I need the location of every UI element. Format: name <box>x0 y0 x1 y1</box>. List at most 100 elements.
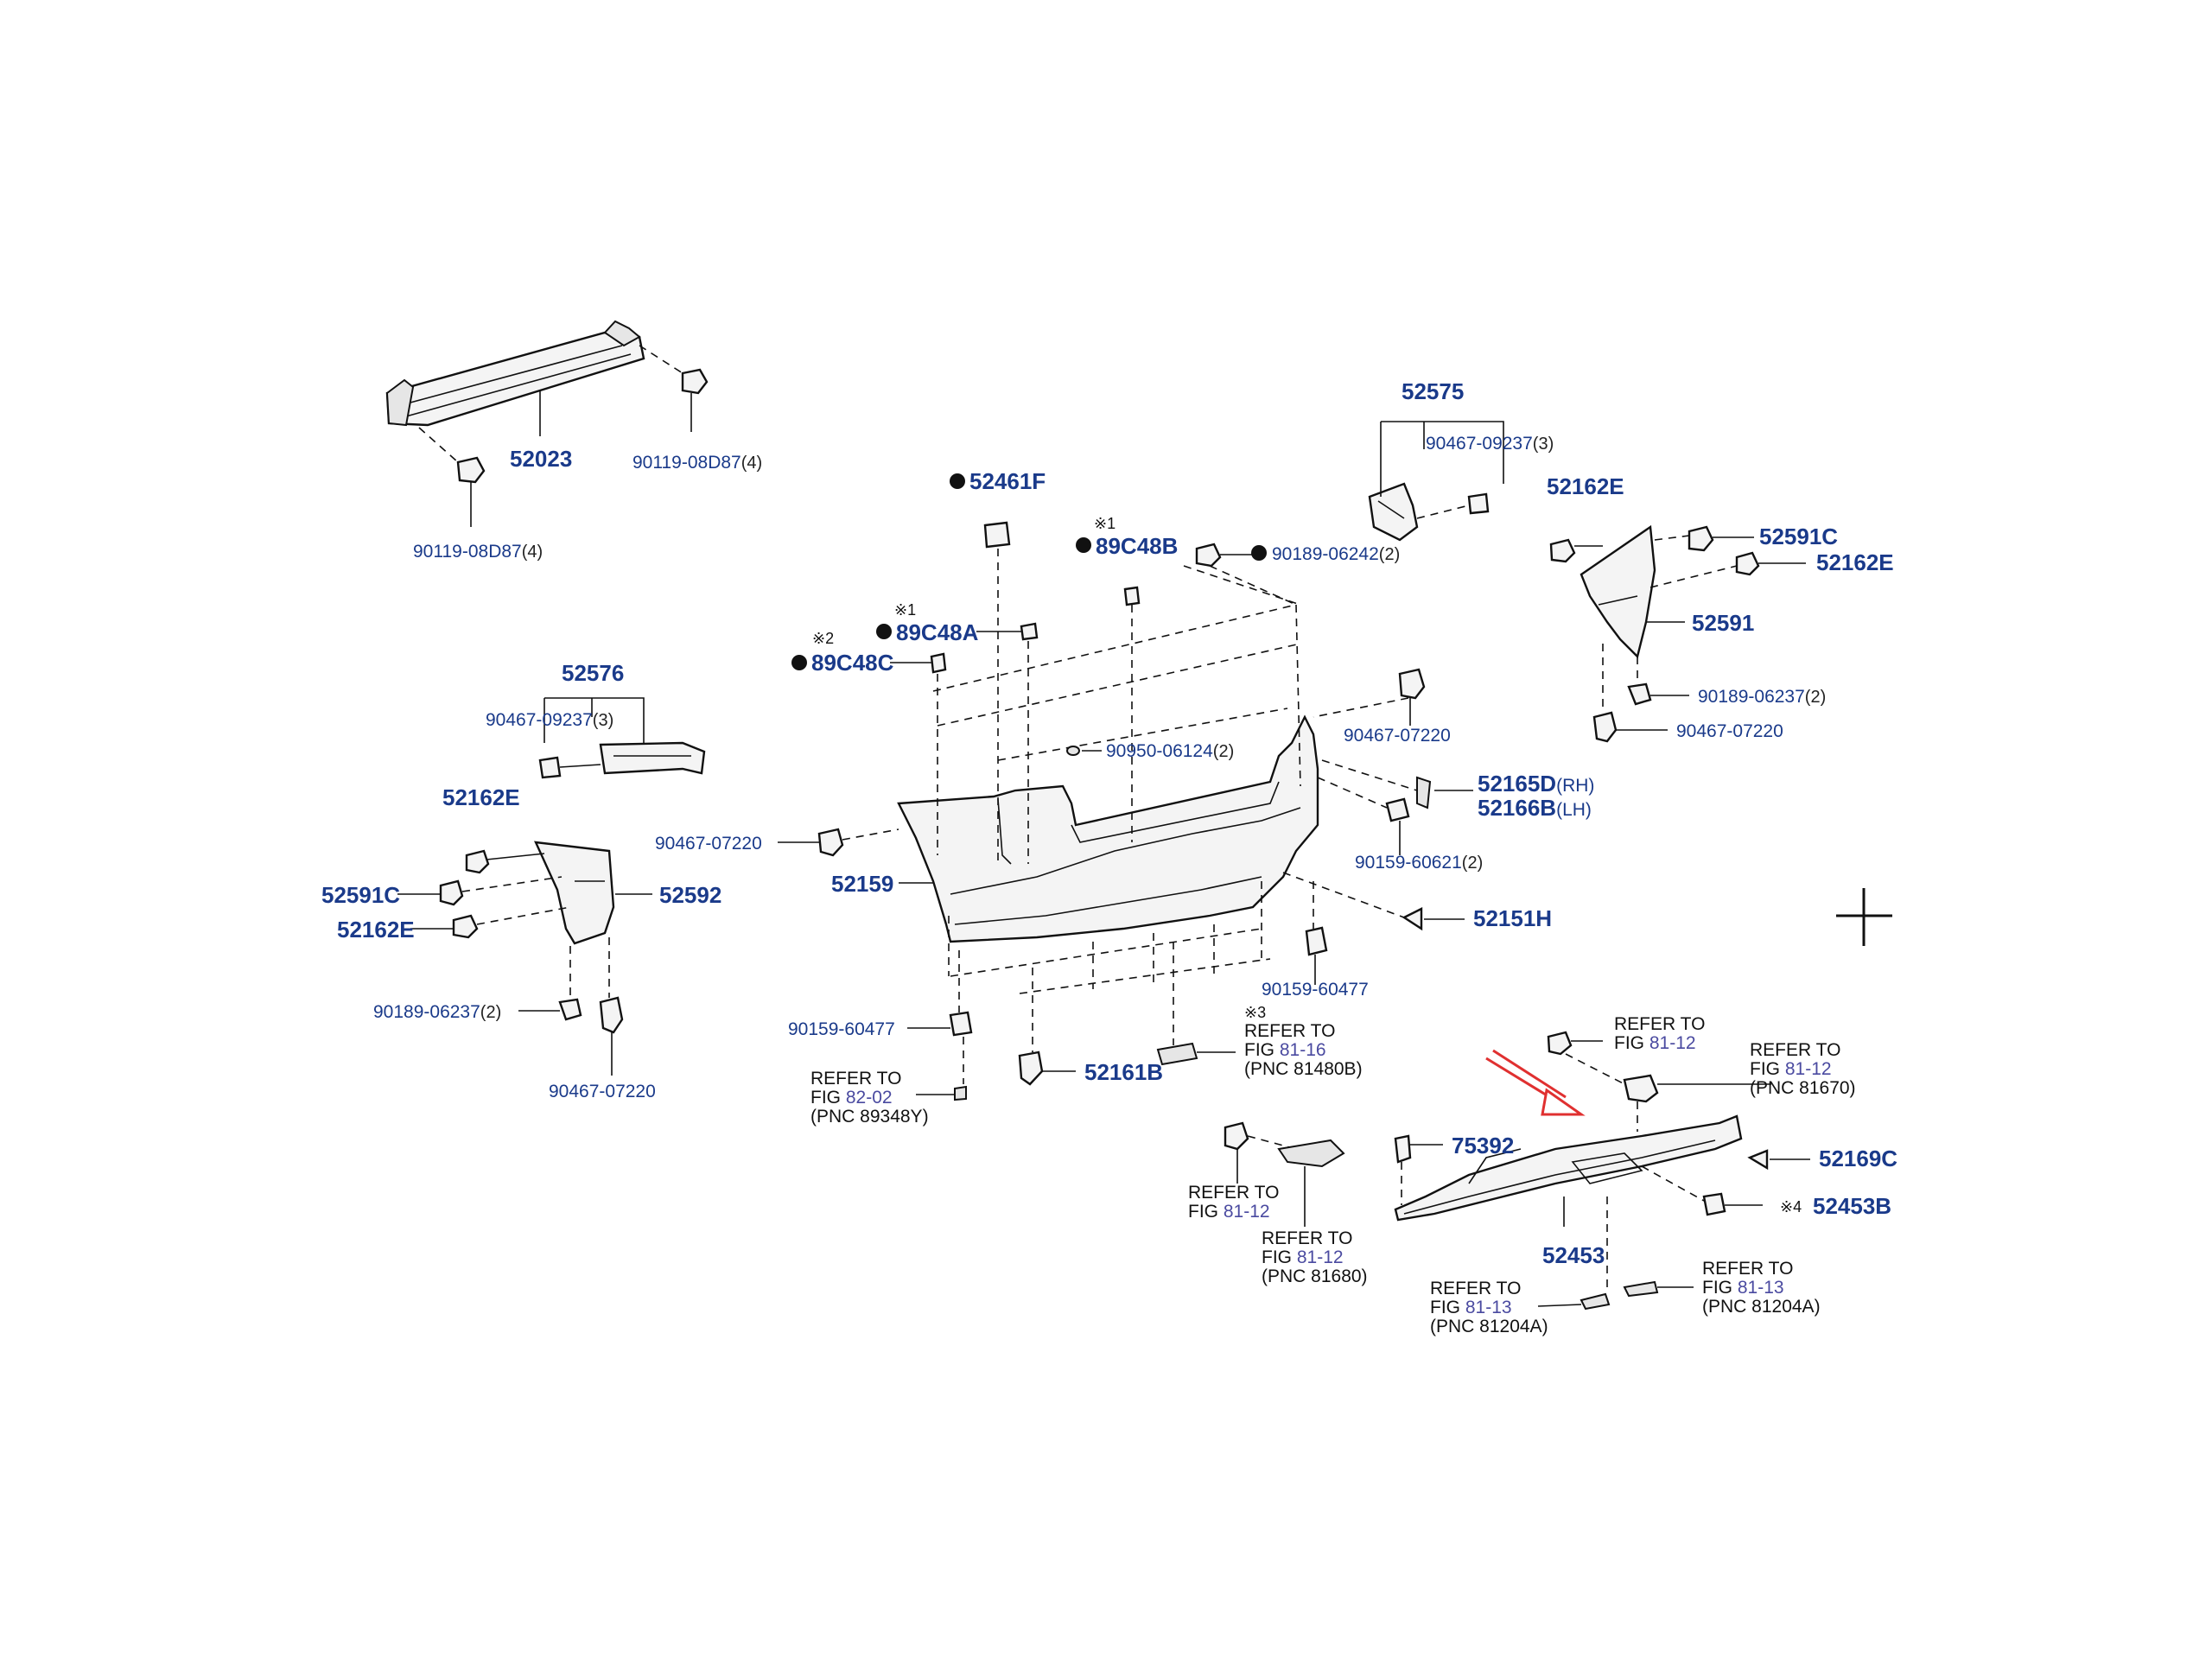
label-52162E-r2: 52162E <box>1816 549 1894 575</box>
refer-note-r5: REFER TO FIG 81-12 <box>1188 1183 1279 1222</box>
highlight-arrow <box>1485 1049 1586 1116</box>
bolt-90119-right <box>681 368 709 432</box>
label-mark1a: ※1 <box>1094 515 1116 532</box>
refer-link-81-12-c[interactable]: 81-12 <box>1224 1202 1270 1222</box>
label-mark1b: ※1 <box>894 601 916 619</box>
cap-52151H <box>1282 872 1465 931</box>
nut-90159-a <box>1317 777 1410 855</box>
label-75392: 75392 <box>1452 1133 1514 1158</box>
part-52576-retainer <box>599 741 706 775</box>
clip-90950 <box>1066 746 1102 756</box>
refer-link-81-16[interactable]: 81-16 <box>1280 1040 1326 1060</box>
clip-ref-r3 <box>1547 1031 1634 1089</box>
refer-link-81-12-d[interactable]: 81-12 <box>1297 1247 1344 1267</box>
label-89C48C: 89C48C <box>811 650 894 676</box>
label-89C48B: 89C48B <box>1096 533 1178 559</box>
label-90467-l: 90467-09237(3) <box>486 710 613 730</box>
reflector-81480B <box>1156 942 1236 1066</box>
label-90467-c: 90467-07220 <box>1344 726 1451 746</box>
clip-52162E-r1 <box>1549 538 1603 563</box>
refer-note-r2: REFER TO FIG 82-02 (PNC 89348Y) <box>810 1069 929 1127</box>
refer-link-82-02[interactable]: 82-02 <box>846 1088 893 1108</box>
part-52575-retainer <box>1368 482 1419 542</box>
part-52023-reinforcement <box>385 320 645 427</box>
screw-90467-top <box>1416 492 1490 519</box>
clip-52162E-r2 <box>1735 551 1806 576</box>
label-52461F: 52461F <box>969 468 1046 494</box>
label-52591C-r: 52591C <box>1759 524 1838 549</box>
label-52151H: 52151H <box>1473 905 1552 931</box>
refer-note-r4: REFER TO FIG 81-12 (PNC 81670) <box>1750 1040 1856 1098</box>
svg-text:FIG 81-13: FIG 81-13 <box>1702 1278 1784 1298</box>
clip-52162E-l <box>465 849 545 874</box>
label-90950: 90950-06124(2) <box>1106 741 1234 761</box>
svg-text:REFER TO: REFER TO <box>1262 1228 1352 1248</box>
label-90119-left: 90119-08D87(4) <box>413 542 543 562</box>
svg-text:REFER TO: REFER TO <box>1430 1279 1521 1298</box>
nut-52453B <box>1641 1165 1763 1216</box>
clip-52461F <box>983 521 1011 864</box>
label-90159-b: 90159-60477 <box>1262 980 1369 1000</box>
svg-text:REFER TO: REFER TO <box>1702 1259 1793 1279</box>
label-52591: 52591 <box>1692 610 1754 636</box>
label-90189-top: 90189-06242(2) <box>1272 544 1400 564</box>
sensor-89348Y <box>916 1037 967 1101</box>
svg-text:REFER TO: REFER TO <box>1750 1040 1840 1060</box>
svg-text:(PNC 81680): (PNC 81680) <box>1262 1266 1368 1286</box>
clip-90467-lb <box>599 996 624 1076</box>
cap-52169C <box>1747 1149 1810 1171</box>
clip-90467-lc <box>778 828 899 857</box>
svg-text:(PNC 81204A): (PNC 81204A) <box>1702 1297 1821 1317</box>
part-52159-bumper-cover <box>897 714 1319 943</box>
clip-52591C-r <box>1688 525 1754 552</box>
clip-90467-c <box>1313 668 1426 726</box>
part-52453-garnish <box>1394 1114 1743 1222</box>
bracket-52165D-52166B <box>1321 759 1473 809</box>
refer-link-81-13-a[interactable]: 81-13 <box>1465 1298 1512 1317</box>
svg-text:(PNC 81670): (PNC 81670) <box>1750 1078 1856 1098</box>
screw-90467-l <box>538 756 601 779</box>
label-90189-l: 90189-06237(2) <box>373 1002 501 1022</box>
svg-text:FIG 81-12: FIG 81-12 <box>1614 1033 1696 1053</box>
label-52161B: 52161B <box>1084 1059 1163 1085</box>
label-52159: 52159 <box>831 871 893 897</box>
clip-89C48A <box>976 622 1039 864</box>
nut-90189-r <box>1627 682 1689 706</box>
sensor-ref-r8 <box>1623 1280 1694 1298</box>
label-mark2: ※2 <box>812 630 834 647</box>
label-52165D: 52165D(RH) <box>1478 771 1594 797</box>
svg-text:REFER TO: REFER TO <box>1244 1021 1335 1041</box>
label-89C48A: 89C48A <box>896 619 979 645</box>
nut-90189-l <box>518 998 582 1021</box>
marker-dot-89C48C <box>791 655 807 670</box>
clip-ref-r4 <box>1623 1074 1771 1132</box>
refer-note-r6: REFER TO FIG 81-12 (PNC 81680) <box>1262 1228 1368 1286</box>
bolt-90119-left <box>456 456 486 527</box>
clip-89C48C <box>890 652 947 855</box>
refer-link-81-12-b[interactable]: 81-12 <box>1785 1059 1832 1079</box>
svg-text:FIG 81-12: FIG 81-12 <box>1262 1247 1344 1267</box>
svg-text:(PNC 89348Y): (PNC 89348Y) <box>810 1107 929 1127</box>
marker-dot-89C48B <box>1076 537 1091 553</box>
label-90467-top: 90467-09237(3) <box>1426 434 1554 454</box>
refer-link-81-13-b[interactable]: 81-13 <box>1738 1278 1784 1298</box>
label-90189-r: 90189-06237(2) <box>1698 687 1826 707</box>
label-90159-a: 90159-60621(2) <box>1355 853 1483 873</box>
svg-text:FIG 81-16: FIG 81-16 <box>1244 1040 1326 1060</box>
part-52592-bracket-left <box>534 841 615 945</box>
label-52453: 52453 <box>1542 1242 1605 1268</box>
marker-dot-90189-top <box>1251 545 1267 561</box>
label-52575: 52575 <box>1402 378 1464 404</box>
crosshair-mark <box>1836 888 1892 946</box>
svg-text:(PNC 81480B): (PNC 81480B) <box>1244 1059 1363 1079</box>
label-52162E-l: 52162E <box>442 784 520 810</box>
refer-note-r7: REFER TO FIG 81-13 (PNC 81204A) <box>1430 1279 1548 1336</box>
label-90119-right: 90119-08D87(4) <box>632 453 762 473</box>
nut-90159-c <box>907 950 973 1037</box>
label-52169C: 52169C <box>1819 1146 1897 1171</box>
refer-note-r1: ※3 REFER TO FIG 81-16 (PNC 81480B) <box>1244 1004 1363 1079</box>
refer-link-81-12-a[interactable]: 81-12 <box>1649 1033 1696 1053</box>
svg-text:FIG 82-02: FIG 82-02 <box>810 1088 893 1108</box>
